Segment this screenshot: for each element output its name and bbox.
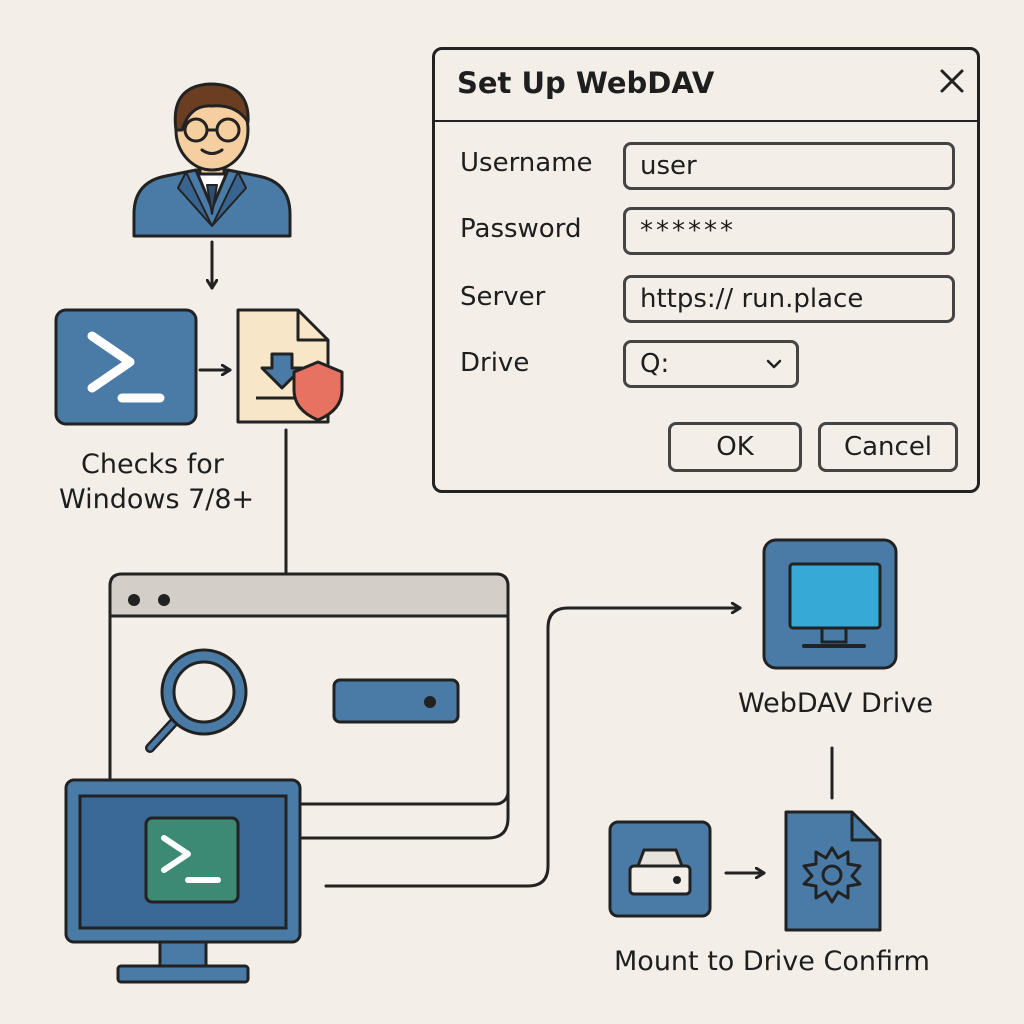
username-label: Username — [460, 148, 593, 178]
line-browser-to-monitor — [298, 698, 510, 840]
chevron-down-icon — [766, 359, 782, 369]
server-label: Server — [460, 282, 546, 312]
username-field[interactable]: user — [623, 142, 955, 190]
monitor-terminal-icon — [64, 778, 302, 984]
secure-download-file-icon — [236, 308, 344, 424]
drive-label: Drive — [460, 348, 530, 378]
password-label: Password — [460, 214, 582, 244]
dialog-title: Set Up WebDAV — [457, 66, 715, 100]
drive-select-value: Q: — [640, 349, 670, 379]
search-icon — [145, 648, 248, 753]
powershell-icon — [54, 308, 198, 426]
cancel-button[interactable]: Cancel — [818, 422, 958, 472]
mount-confirm-label: Mount to Drive Confirm — [614, 946, 930, 977]
webdav-drive-monitor-icon — [762, 538, 898, 670]
dialog-title-divider — [435, 120, 977, 122]
connector-lines — [198, 240, 834, 888]
webdav-drive-label: WebDAV Drive — [738, 688, 933, 719]
server-drive-icon — [332, 678, 460, 724]
webdav-setup-dialog: Set Up WebDAV Username user Password ***… — [432, 47, 980, 493]
checks-label-line1: Checks for — [81, 449, 224, 480]
password-field[interactable]: ****** — [623, 207, 955, 255]
browser-window-icon — [108, 572, 510, 806]
server-field[interactable]: https:// run.place — [623, 275, 955, 323]
arrow-monitor-to-webdav-drive — [324, 608, 742, 888]
hard-drive-icon — [608, 820, 712, 918]
close-icon[interactable] — [935, 64, 969, 98]
checks-label-line2: Windows 7/8+ — [59, 484, 255, 515]
settings-file-icon — [784, 810, 882, 932]
user-avatar-icon — [132, 82, 292, 238]
drive-select[interactable]: Q: — [623, 340, 799, 388]
ok-button[interactable]: OK — [668, 422, 802, 472]
